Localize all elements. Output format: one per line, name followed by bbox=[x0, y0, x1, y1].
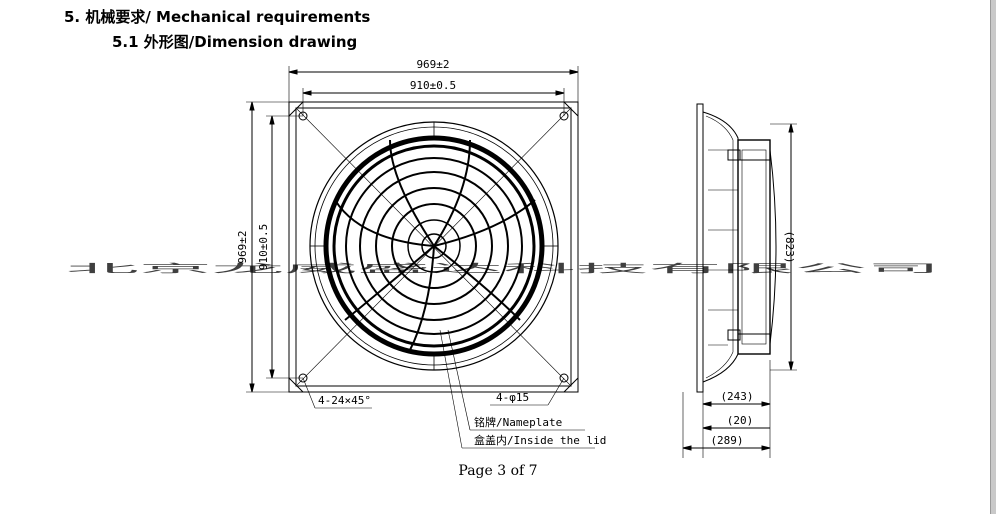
nameplate-label: 铭牌/Nameplate bbox=[474, 415, 562, 429]
chamfer-label: 4-24×45° bbox=[318, 394, 371, 407]
depth-20-label: (20) bbox=[727, 414, 754, 427]
side-diameter-label: (823) bbox=[783, 230, 796, 263]
inner-height-label: 910±0.5 bbox=[257, 224, 270, 270]
outer-width-label: 969±2 bbox=[416, 58, 449, 71]
hole-label: 4-φ15 bbox=[496, 391, 529, 404]
section-title: 5. 机械要求/ Mechanical requirements bbox=[64, 8, 371, 26]
outer-height-label: 969±2 bbox=[236, 230, 249, 263]
inside-lid-label: 盒盖内/Inside the lid bbox=[474, 433, 606, 447]
depth-243-label: (243) bbox=[720, 390, 753, 403]
subsection-title: 5.1 外形图/Dimension drawing bbox=[112, 33, 358, 51]
side-view bbox=[682, 103, 797, 458]
inner-width-label: 910±0.5 bbox=[410, 79, 456, 92]
page-number: Page 3 of 7 bbox=[458, 463, 538, 479]
company-watermark: 北京龙威盛达科技有限公司 bbox=[66, 261, 940, 275]
front-view bbox=[246, 66, 595, 449]
window-edge-scrollbar bbox=[990, 0, 996, 514]
depth-289-label: (289) bbox=[710, 434, 743, 447]
